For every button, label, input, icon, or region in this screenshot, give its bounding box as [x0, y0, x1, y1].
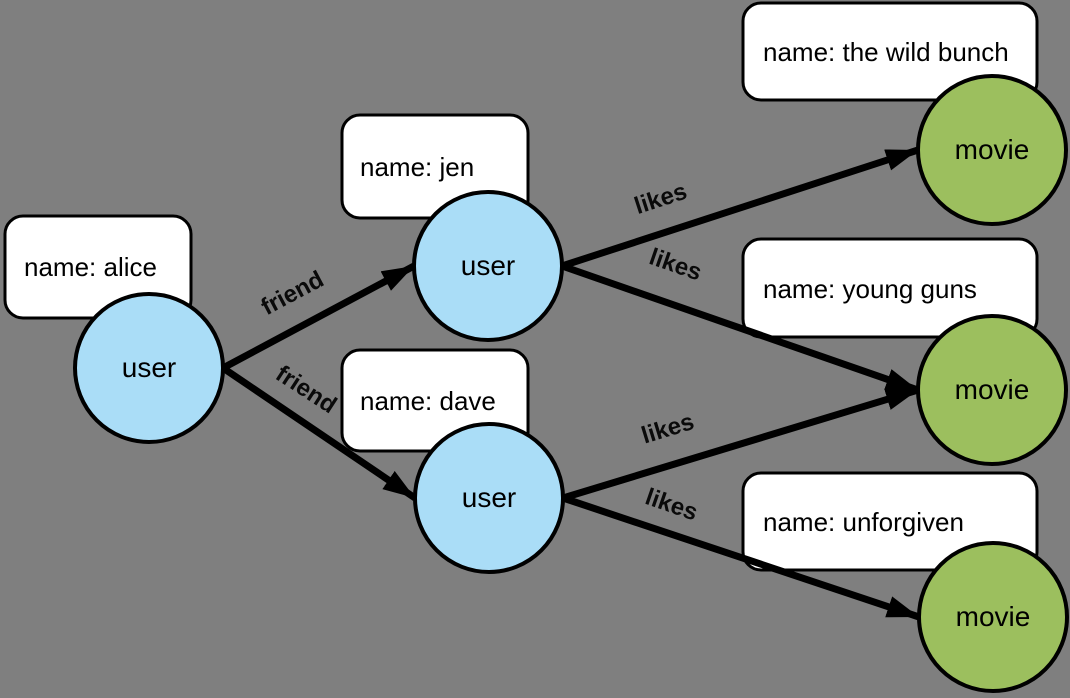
node-dave: user [413, 422, 565, 574]
property-box-wild-bunch: name: the wild bunch [741, 1, 1039, 102]
edge-line [221, 365, 417, 501]
edge-label-likes: likes [638, 408, 697, 449]
property-box-rect [741, 237, 1039, 339]
edge-line [561, 386, 920, 502]
edge-label-likes: likes [646, 243, 705, 286]
node-unforgiven: movie [917, 541, 1069, 693]
edge-line [561, 494, 921, 621]
edge-line [221, 262, 416, 372]
node-label-movie: movie [956, 601, 1031, 632]
node-alice: user [73, 292, 225, 444]
movie-node-circle [916, 74, 1068, 226]
property-box-rect [741, 471, 1039, 572]
property-box-young-guns: name: young guns [741, 237, 1039, 339]
edge-label-friend: friend [257, 266, 329, 321]
movie-node-circle [917, 541, 1069, 693]
property-text-wild-bunch: name: the wild bunch [763, 37, 1009, 67]
property-text-young-guns: name: young guns [763, 274, 977, 304]
node-label-movie: movie [955, 374, 1030, 405]
user-node-circle [413, 422, 565, 574]
property-text-jen: name: jen [360, 152, 474, 182]
edge-label-likes: likes [631, 178, 690, 220]
node-label-user: user [462, 482, 516, 513]
user-node-circle [412, 190, 564, 342]
user-node-circle [73, 292, 225, 444]
property-text-alice: name: alice [24, 252, 157, 282]
property-box-rect [741, 1, 1039, 102]
property-text-dave: name: dave [360, 386, 496, 416]
nodes: user user user movie movie movie [73, 74, 1069, 693]
edge-line [560, 262, 920, 394]
property-text-unforgiven: name: unforgiven [763, 507, 964, 537]
node-label-user: user [461, 250, 515, 281]
node-wild-bunch: movie [916, 74, 1068, 226]
node-label-user: user [122, 352, 176, 383]
movie-node-circle [916, 314, 1068, 466]
property-box-unforgiven: name: unforgiven [741, 471, 1039, 572]
node-young-guns: movie [916, 314, 1068, 466]
edge-label-likes: likes [642, 483, 701, 526]
edge-dave-likes-young-guns: likes [561, 386, 920, 502]
node-label-movie: movie [955, 134, 1030, 165]
node-jen: user [412, 190, 564, 342]
edge-line [560, 146, 920, 270]
